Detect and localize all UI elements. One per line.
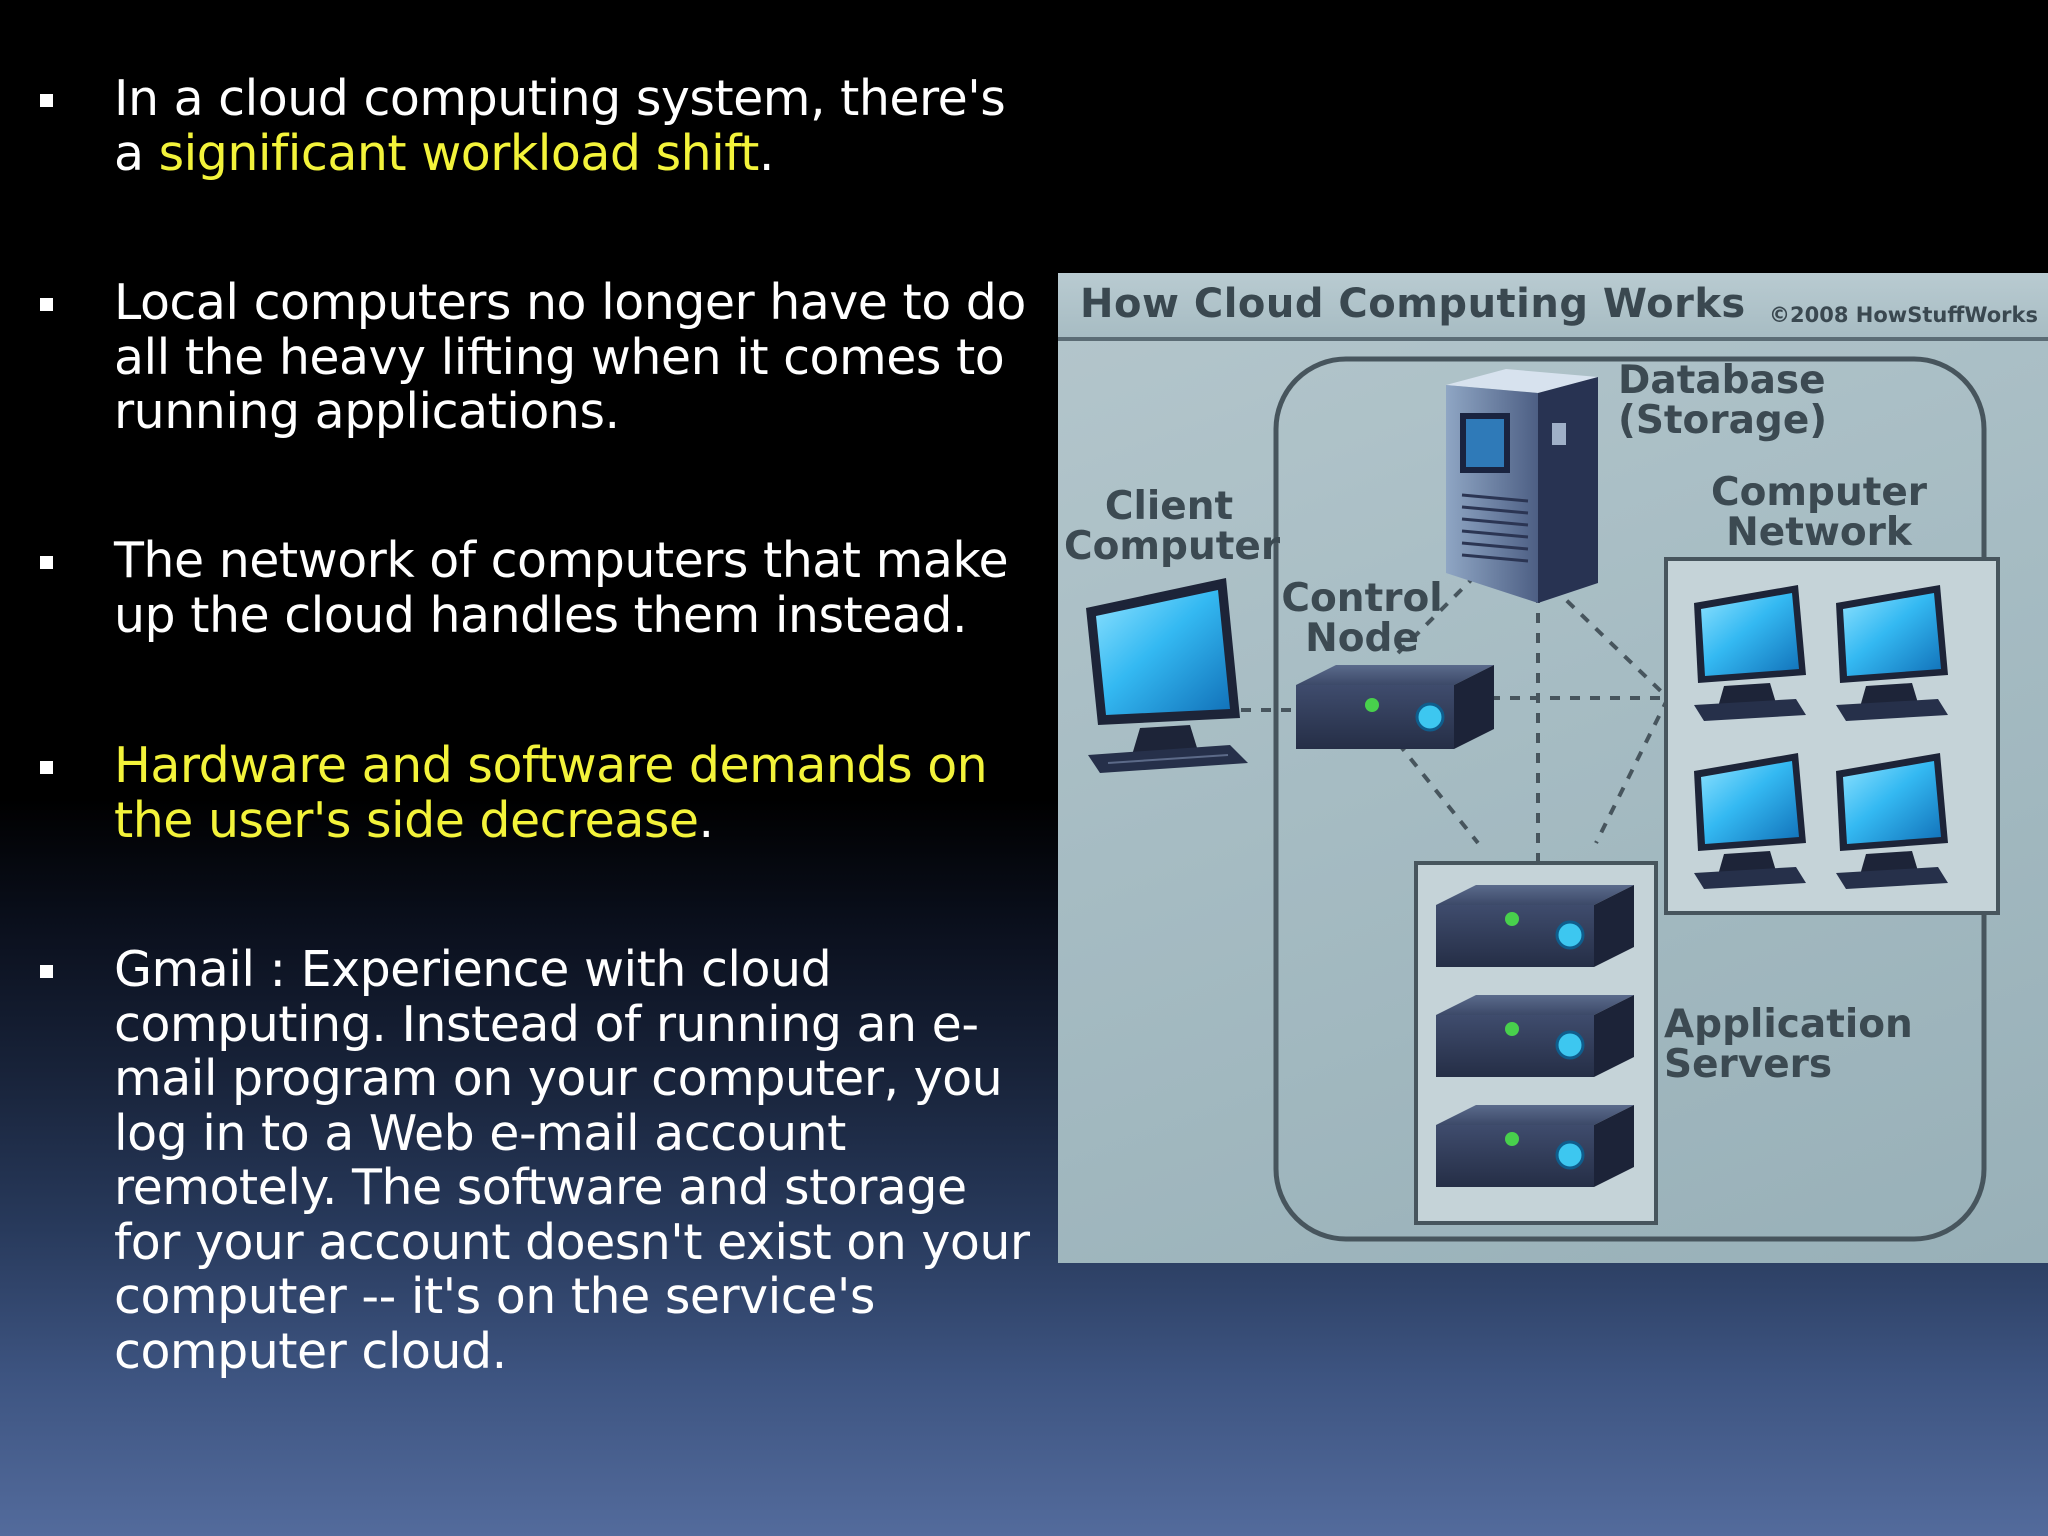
bullet-text: Gmail : Experience with cloud computing.… [114, 941, 1044, 1380]
highlighted-text: Hardware and software demands on the use… [114, 737, 988, 849]
diagram-header: How Cloud Computing Works ©2008 HowStuff… [1058, 273, 2048, 341]
network-computer-icon [1694, 753, 1806, 889]
application-servers-label: Application Servers [1664, 1002, 1913, 1087]
database-label: Database (Storage) [1618, 358, 1828, 443]
application-server-icon [1436, 1105, 1634, 1187]
bullet-list: In a cloud computing system, there's a s… [40, 94, 988, 978]
database-server-icon [1446, 369, 1598, 603]
bullet-square-icon [40, 761, 53, 774]
bullet-text-run: The network of computers that make up th… [114, 532, 1009, 644]
bullet-square-icon [40, 298, 53, 311]
application-server-icon [1436, 885, 1634, 967]
bullet-text: In a cloud computing system, there's a s… [114, 70, 1044, 182]
client-computer-label: Client Computer [1064, 484, 1281, 569]
bullet-square-icon [40, 556, 53, 569]
bullet-text-run: . [698, 791, 715, 849]
connection-lines [1241, 571, 1670, 863]
bullet-text: Hardware and software demands on the use… [114, 737, 1044, 849]
computer-network-label: Computer Network [1710, 470, 1928, 555]
bullet-square-icon [40, 94, 53, 107]
bullet-text-run: Gmail : Experience with cloud computing.… [114, 941, 1030, 1380]
bullet-text-run: In a cloud computing system, there's a [114, 70, 1006, 182]
control-node-label: Control Node [1281, 576, 1443, 661]
network-computer-icon [1694, 585, 1806, 721]
client-computer-icon [1086, 578, 1248, 773]
cloud-computing-diagram: How Cloud Computing Works ©2008 HowStuff… [1058, 273, 2048, 1263]
diagram-graphics [1086, 356, 2000, 1242]
bullet-square-icon [40, 965, 53, 978]
bullet-text-run: Local computers no longer have to do all… [114, 274, 1026, 440]
bullet-text: The network of computers that make up th… [114, 532, 1044, 644]
bullet-text-run: . [758, 124, 775, 182]
highlighted-text: significant workload shift [158, 124, 760, 182]
diagram-copyright: ©2008 HowStuffWorks [1769, 303, 2038, 327]
network-computer-icon [1836, 585, 1948, 721]
diagram-title: How Cloud Computing Works [1080, 281, 1746, 327]
application-server-icon [1436, 995, 1634, 1077]
network-computer-icon [1836, 753, 1948, 889]
control-node-icon [1296, 665, 1494, 749]
bullet-text: Local computers no longer have to do all… [114, 274, 1044, 440]
